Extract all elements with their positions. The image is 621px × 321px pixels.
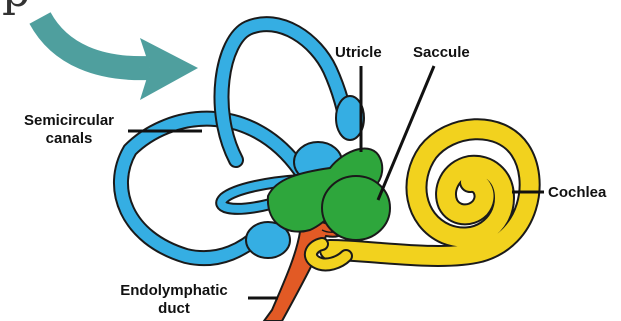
label-semicircular-canals-line1: Semicircular — [10, 112, 128, 130]
label-cochlea: Cochlea — [548, 184, 606, 202]
label-utricle: Utricle — [335, 44, 382, 62]
saccule-shape — [322, 176, 390, 240]
label-saccule: Saccule — [413, 44, 470, 62]
curved-arrow-icon — [40, 18, 198, 100]
label-endolymphatic-duct: Endolymphatic duct — [104, 282, 244, 318]
arrow-shaft — [40, 18, 150, 68]
label-endolymphatic-duct-line2: duct — [104, 300, 244, 318]
label-endolymphatic-duct-line1: Endolymphatic — [104, 282, 244, 300]
label-semicircular-canals-line2: canals — [10, 130, 128, 148]
label-semicircular-canals: Semicircular canals — [10, 112, 128, 148]
